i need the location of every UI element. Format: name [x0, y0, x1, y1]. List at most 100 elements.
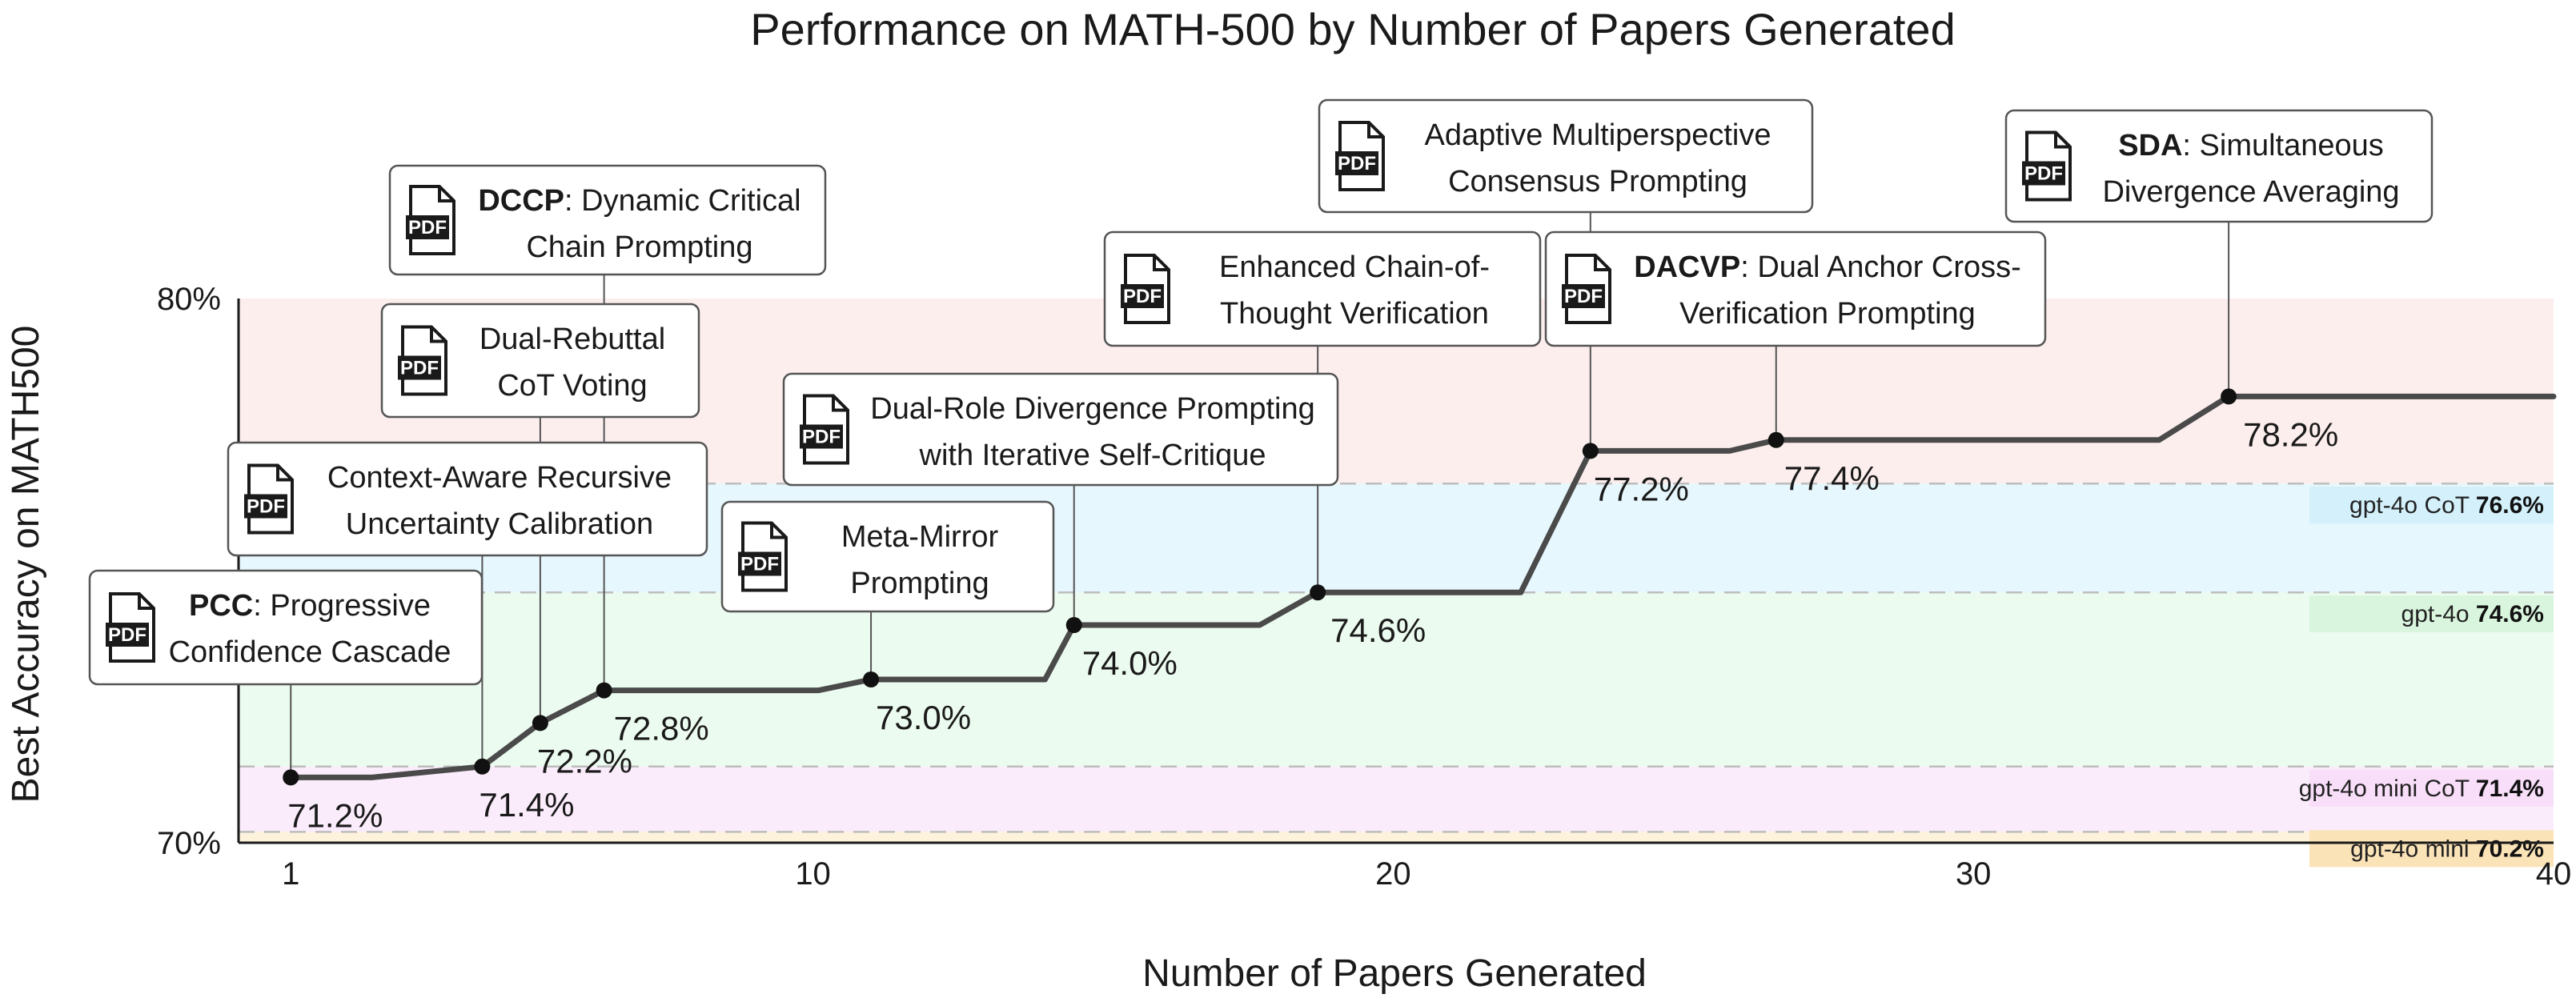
annotation-line-1: Enhanced Chain-of-: [1219, 251, 1490, 284]
y-axis-label: Best Accuracy on MATH500: [5, 326, 47, 804]
pdf-fold: [430, 327, 446, 343]
reference-tag: [2309, 487, 2554, 524]
annotation-line-1: DACVP: Dual Anchor Cross-: [1634, 251, 2021, 284]
data-point: [596, 682, 612, 699]
reference-label: gpt-4o mini CoT 71.4%: [2299, 776, 2544, 802]
pdf-badge: [1335, 151, 1378, 175]
pdf-icon: PDF: [106, 592, 155, 663]
annotation-line-2: Confidence Cascade: [169, 635, 451, 669]
annotation-frame: [782, 372, 1339, 487]
annotation-frame: [1544, 230, 2047, 347]
series-layer: 71.2%71.4%72.2%72.8%73.0%74.0%74.6%77.2%…: [283, 388, 2557, 834]
annotation-line-1: SDA: Simultaneous: [2118, 129, 2384, 162]
pdf-icon: PDF: [406, 185, 455, 255]
data-label: 73.0%: [876, 699, 971, 736]
pdf-icon: PDF: [244, 463, 294, 535]
pdf-label: PDF: [400, 358, 439, 379]
reference-tag: [2309, 595, 2554, 633]
pdf-badge: [244, 494, 287, 519]
pdf-fold: [832, 395, 848, 412]
pdf-badge: [398, 355, 441, 380]
annotation-line-1: DCCP: Dynamic Critical: [478, 184, 800, 218]
pdf-label: PDF: [2024, 163, 2063, 185]
data-label: 72.8%: [614, 710, 709, 747]
annotation-line-2: Divergence Averaging: [2102, 175, 2399, 209]
pdf-label: PDF: [247, 496, 285, 518]
reference-band: [239, 832, 2554, 843]
data-label: 78.2%: [2243, 415, 2338, 453]
data-label: 77.2%: [1594, 470, 1689, 507]
pdf-label: PDF: [108, 624, 146, 646]
annotation-frame: [88, 569, 484, 686]
data-point: [1582, 443, 1599, 459]
pdf-badge: [1562, 284, 1605, 308]
pdf-icon: PDF: [1121, 254, 1170, 324]
pdf-badge: [2022, 161, 2065, 186]
pdf-label: PDF: [408, 217, 447, 238]
data-point: [863, 671, 880, 687]
pdf-fold: [2054, 132, 2070, 149]
x-axis-label: Number of Papers Generated: [1142, 952, 1647, 995]
data-label: 71.2%: [287, 796, 383, 834]
x-tick-label: 10: [795, 856, 831, 892]
annotation-line-1: Dual-Rebuttal: [479, 323, 665, 356]
pdf-badge: [406, 215, 449, 239]
data-point: [1767, 431, 1784, 448]
y-tick-label: 70%: [157, 826, 221, 861]
data-label: 72.2%: [537, 742, 632, 780]
data-point: [2221, 388, 2237, 405]
data-point: [532, 715, 548, 731]
pdf-badge: [1121, 284, 1164, 308]
pdf-fold: [1367, 122, 1383, 138]
annotation-frame: [227, 441, 708, 557]
pdf-fold: [1153, 255, 1169, 271]
pdf-badge: [800, 424, 843, 449]
data-point: [1065, 617, 1082, 633]
pdf-fold: [276, 465, 292, 482]
annotation-line-2: Prompting: [850, 567, 989, 600]
data-point: [1310, 584, 1326, 601]
reference-label: gpt-4o 74.6%: [2401, 601, 2544, 627]
y-tick-label: 80%: [157, 282, 221, 317]
reference-label: gpt-4o CoT 76.6%: [2349, 492, 2544, 519]
pdf-icon: PDF: [1335, 121, 1385, 191]
x-tick-label: 40: [2536, 856, 2572, 892]
annotation-line-2: Thought Verification: [1220, 297, 1489, 331]
pdf-fold: [1594, 255, 1610, 271]
data-point: [474, 758, 491, 775]
chart-title: Performance on MATH-500 by Number of Pap…: [750, 4, 1955, 54]
annotation-box: PDF Enhanced Chain-of- Thought Verificatio…: [1103, 230, 1542, 347]
data-label: 74.6%: [1330, 611, 1426, 649]
pdf-label: PDF: [1564, 286, 1603, 307]
annotation-line-1: Context-Aware Recursive: [327, 461, 672, 495]
annotation-frame: [380, 303, 700, 419]
reference-tag: [2309, 830, 2554, 868]
x-tick-label: 20: [1375, 856, 1411, 892]
pdf-label: PDF: [802, 427, 841, 448]
reference-tag: [2309, 769, 2554, 807]
reference-label: gpt-4o mini 70.2%: [2350, 836, 2544, 862]
annotation-frame: [1318, 98, 1814, 214]
annotation-line-2: CoT Voting: [497, 369, 647, 403]
pdf-icon: PDF: [2022, 130, 2072, 202]
pdf-badge: [738, 551, 781, 576]
annotation-line-2: with Iterative Self-Critique: [919, 439, 1266, 472]
pdf-fold: [438, 186, 454, 202]
annotation-line-1: Dual-Role Divergence Prompting: [870, 392, 1314, 426]
x-tick-label: 1: [282, 856, 299, 892]
pdf-icon: PDF: [800, 394, 849, 465]
accuracy-line: [287, 393, 2557, 780]
data-label: 74.0%: [1082, 644, 1178, 682]
reference-band: [239, 766, 2554, 832]
data-point: [283, 769, 299, 786]
pdf-label: PDF: [1123, 286, 1162, 307]
annotation-frame: [2004, 109, 2434, 223]
pdf-label: PDF: [740, 554, 779, 575]
